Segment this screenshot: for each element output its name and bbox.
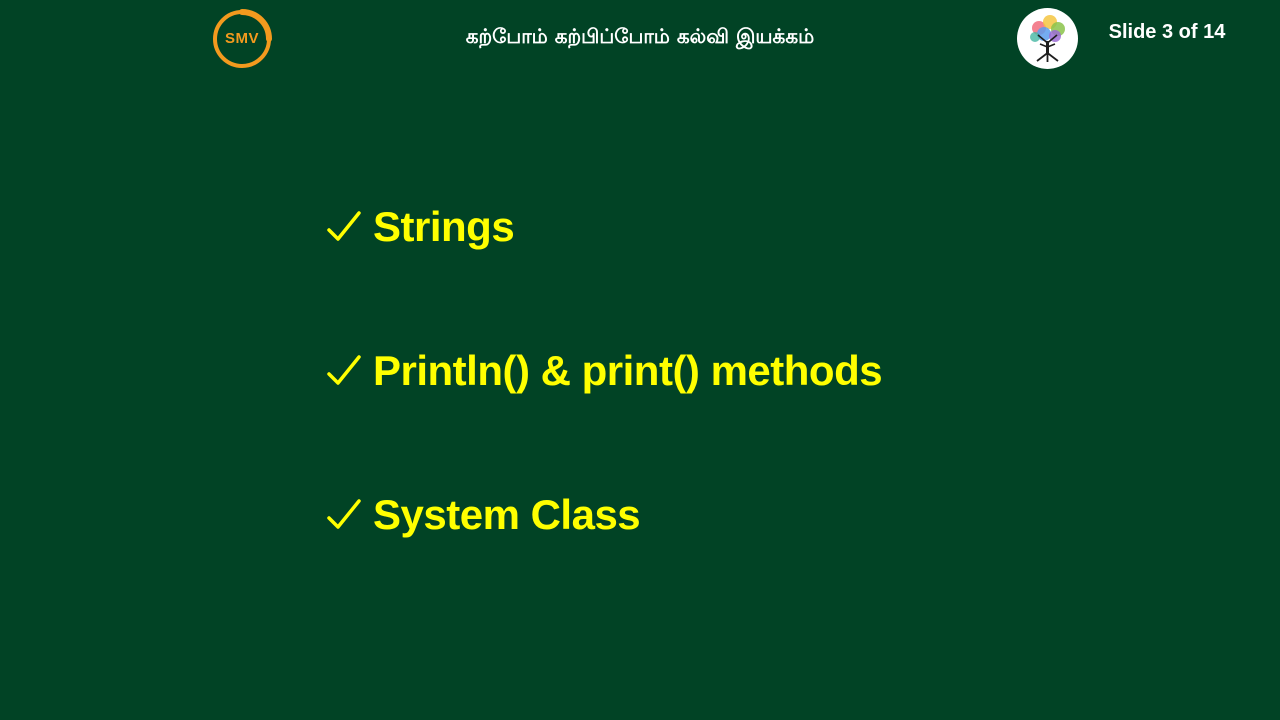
tree-logo-icon bbox=[1016, 8, 1079, 69]
bullet-item: System Class bbox=[326, 484, 1046, 546]
bullet-list: Strings Println() & print() methods Syst… bbox=[326, 196, 1046, 628]
bullet-item: Strings bbox=[326, 196, 1046, 258]
bullet-item: Println() & print() methods bbox=[326, 340, 1046, 402]
slide-counter: Slide 3 of 14 bbox=[1108, 21, 1226, 43]
smv-logo: SMV bbox=[211, 9, 273, 69]
bullet-label: System Class bbox=[373, 491, 641, 538]
bullet-label: Strings bbox=[373, 203, 515, 250]
smv-logo-text: SMV bbox=[224, 30, 259, 47]
smv-logo-ring-icon bbox=[213, 9, 272, 68]
bullet-label: Println() & print() methods bbox=[373, 347, 883, 394]
check-icon bbox=[326, 351, 362, 391]
header-title: கற்போம் கற்பிப்போம் கல்வி இயக்கம் bbox=[465, 24, 815, 48]
check-icon bbox=[326, 495, 362, 535]
check-icon bbox=[326, 207, 362, 247]
